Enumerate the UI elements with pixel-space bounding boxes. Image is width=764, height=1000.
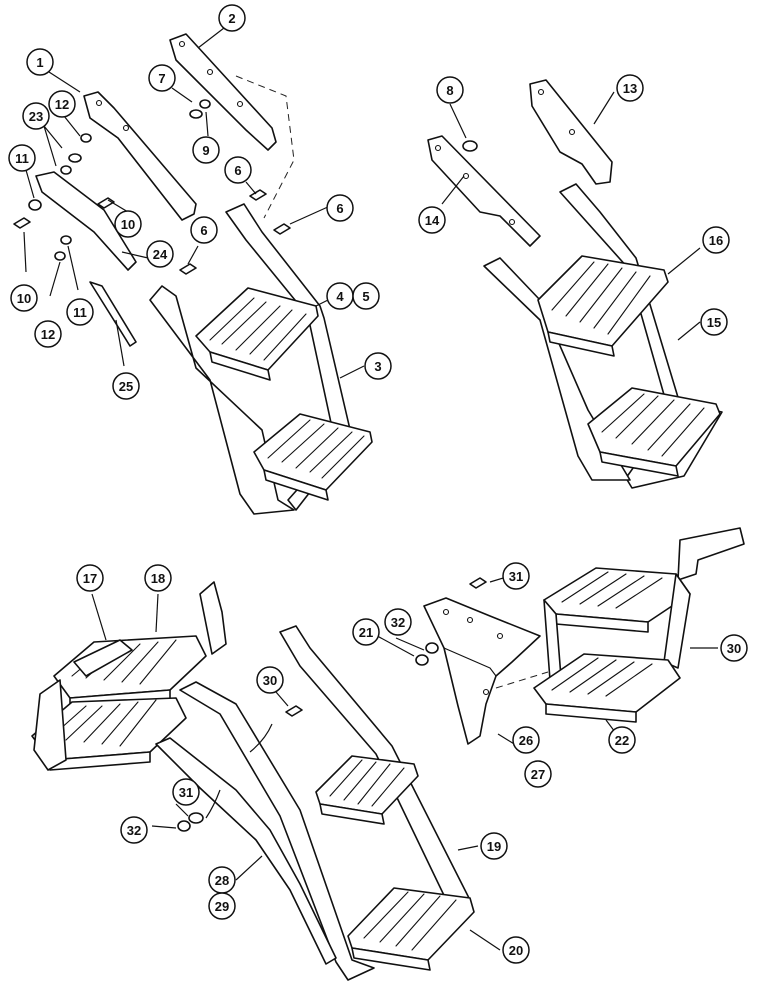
step-assembly-b bbox=[427, 79, 723, 489]
plate-25 bbox=[89, 281, 137, 347]
callout-25: 25 bbox=[112, 372, 140, 400]
callout-24: 24 bbox=[146, 240, 174, 268]
callout-14: 14 bbox=[418, 206, 446, 234]
callout-8: 8 bbox=[436, 76, 464, 104]
callout-label: 11 bbox=[73, 305, 87, 320]
callout-label: 10 bbox=[17, 291, 31, 306]
callout-label: 27 bbox=[531, 767, 545, 782]
callout-6: 6 bbox=[326, 194, 354, 222]
callout-12: 12 bbox=[48, 90, 76, 118]
callout-20: 20 bbox=[502, 936, 530, 964]
callout-21: 21 bbox=[352, 618, 380, 646]
callout-label: 12 bbox=[55, 97, 69, 112]
step-frame-19 bbox=[179, 625, 475, 981]
callout-label: 9 bbox=[202, 143, 209, 158]
step-frame-15 bbox=[483, 183, 723, 489]
callout-10: 10 bbox=[114, 210, 142, 238]
callout-18: 18 bbox=[144, 564, 172, 592]
bracket-26 bbox=[423, 597, 541, 745]
callout-28: 28 bbox=[208, 866, 236, 894]
callout-label: 25 bbox=[119, 379, 133, 394]
callout-label: 1 bbox=[36, 55, 43, 70]
callout-label: 23 bbox=[29, 109, 43, 124]
callout-label: 3 bbox=[374, 359, 381, 374]
step-unit-21 bbox=[495, 527, 745, 723]
callout-6: 6 bbox=[190, 216, 218, 244]
callout-label: 18 bbox=[151, 571, 165, 586]
callout-16: 16 bbox=[702, 226, 730, 254]
callout-11: 11 bbox=[66, 298, 94, 326]
callout-label: 14 bbox=[425, 213, 440, 228]
callout-label: 17 bbox=[83, 571, 97, 586]
callout-10: 10 bbox=[10, 284, 38, 312]
callout-9: 9 bbox=[192, 136, 220, 164]
callout-22: 22 bbox=[608, 726, 636, 754]
callout-2: 2 bbox=[218, 4, 246, 32]
callout-31: 31 bbox=[502, 562, 530, 590]
plate-14 bbox=[427, 135, 541, 247]
callout-label: 19 bbox=[487, 839, 501, 854]
callout-label: 11 bbox=[15, 151, 29, 166]
callout-label: 28 bbox=[215, 873, 229, 888]
bracket-plate-2 bbox=[169, 33, 277, 151]
callout-label: 32 bbox=[127, 823, 141, 838]
step-assembly-d bbox=[415, 527, 745, 745]
callout-3: 3 bbox=[364, 352, 392, 380]
callout-label: 20 bbox=[509, 943, 523, 958]
callout-label: 32 bbox=[391, 615, 405, 630]
callout-27: 27 bbox=[524, 760, 552, 788]
callout-26: 26 bbox=[512, 726, 540, 754]
hardware-a bbox=[13, 99, 291, 275]
callout-label: 24 bbox=[153, 247, 168, 262]
callout-label: 29 bbox=[215, 899, 229, 914]
callout-29: 29 bbox=[208, 892, 236, 920]
callout-label: 7 bbox=[158, 71, 165, 86]
callout-label: 13 bbox=[623, 81, 637, 96]
callout-label: 4 bbox=[336, 289, 344, 304]
callout-label: 22 bbox=[615, 733, 629, 748]
step-frame-3 bbox=[149, 203, 373, 515]
callout-7: 7 bbox=[148, 64, 176, 92]
callout-6: 6 bbox=[224, 156, 252, 184]
callout-5: 5 bbox=[352, 282, 380, 310]
callout-1: 1 bbox=[26, 48, 54, 76]
callout-31: 31 bbox=[172, 778, 200, 806]
callout-label: 31 bbox=[509, 569, 523, 584]
callout-label: 15 bbox=[707, 315, 721, 330]
callout-4: 4 bbox=[326, 282, 354, 310]
callout-label: 2 bbox=[228, 11, 235, 26]
callout-12: 12 bbox=[34, 320, 62, 348]
callout-label: 26 bbox=[519, 733, 533, 748]
callout-32: 32 bbox=[120, 816, 148, 844]
callout-30: 30 bbox=[256, 666, 284, 694]
callout-label: 21 bbox=[359, 625, 373, 640]
callout-label: 10 bbox=[121, 217, 135, 232]
step-assembly-c bbox=[31, 581, 475, 981]
callout-23: 23 bbox=[22, 102, 50, 130]
callout-label: 31 bbox=[179, 785, 193, 800]
callout-label: 8 bbox=[446, 83, 453, 98]
callout-15: 15 bbox=[700, 308, 728, 336]
callout-13: 13 bbox=[616, 74, 644, 102]
callout-label: 5 bbox=[362, 289, 369, 304]
callout-label: 30 bbox=[727, 641, 741, 656]
callout-label: 30 bbox=[263, 673, 277, 688]
callout-label: 12 bbox=[41, 327, 55, 342]
callout-30: 30 bbox=[720, 634, 748, 662]
callout-label: 16 bbox=[709, 233, 723, 248]
callout-label: 6 bbox=[234, 163, 241, 178]
callout-32: 32 bbox=[384, 608, 412, 636]
bracket-plate-1 bbox=[83, 91, 197, 221]
plate-13 bbox=[529, 79, 613, 185]
step-assembly-a bbox=[13, 33, 373, 515]
callout-19: 19 bbox=[480, 832, 508, 860]
callout-label: 6 bbox=[336, 201, 343, 216]
callout-11: 11 bbox=[8, 144, 36, 172]
callout-17: 17 bbox=[76, 564, 104, 592]
callout-label: 6 bbox=[200, 223, 207, 238]
